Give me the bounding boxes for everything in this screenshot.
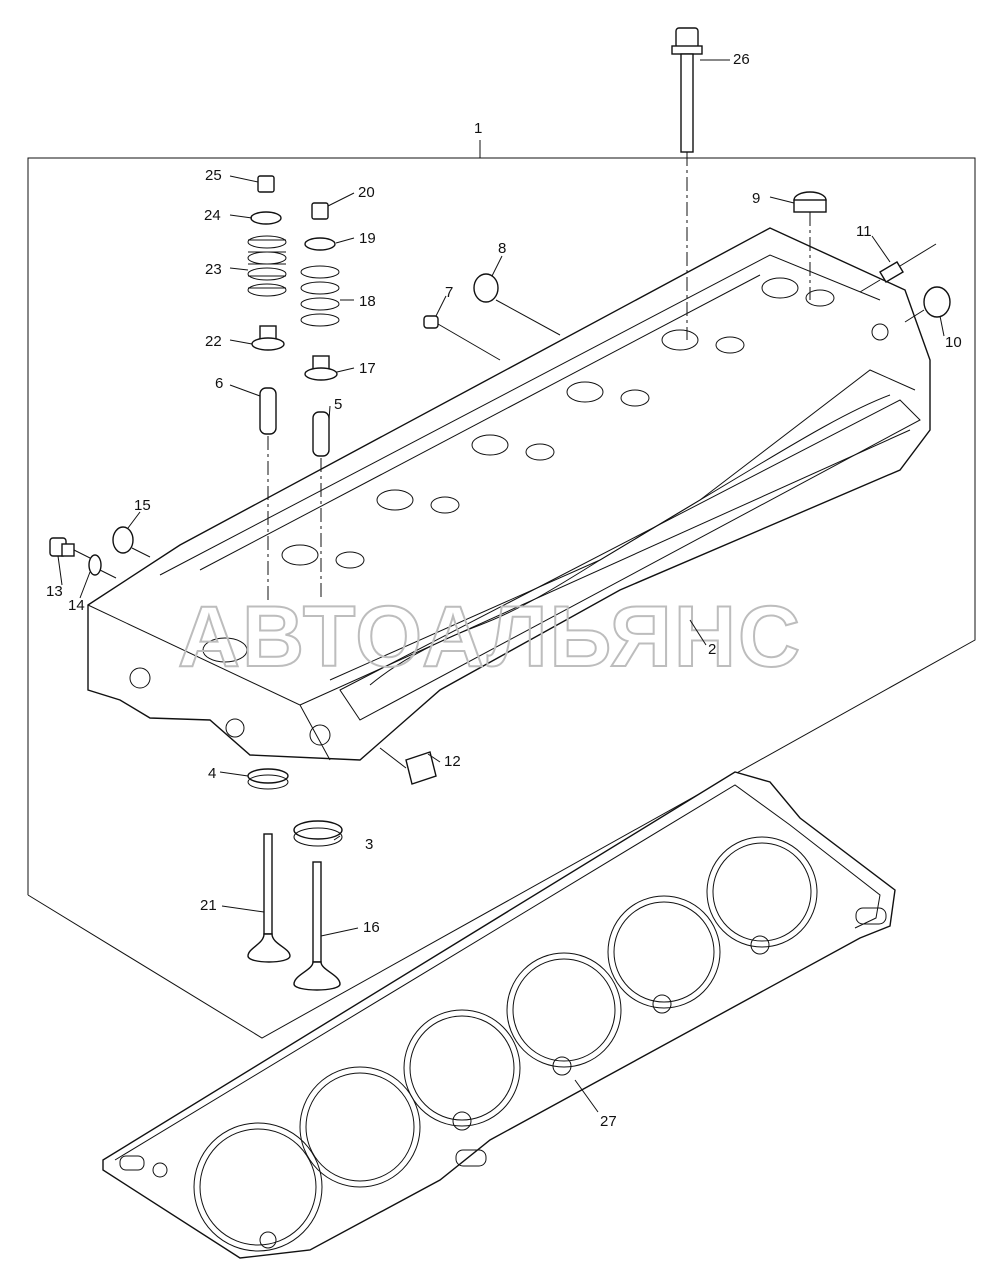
callout-3: 3 [365, 836, 373, 853]
leader-lines [57, 59, 945, 1113]
callout-18: 18 [359, 293, 376, 310]
callout-10: 10 [945, 334, 962, 351]
callout-15: 15 [134, 497, 151, 514]
callout-4: 4 [208, 765, 216, 782]
callout-12: 12 [444, 753, 461, 770]
callout-1: 1 [474, 120, 482, 137]
callout-7: 7 [445, 284, 453, 301]
assembly-frame [27, 140, 976, 1039]
watermark: АВТОАЛЬЯНС [178, 589, 802, 685]
small-parts [49, 191, 951, 785]
callout-11: 11 [856, 223, 872, 240]
callout-9: 9 [752, 190, 760, 207]
callout-17: 17 [359, 360, 376, 377]
callout-2: 2 [708, 641, 716, 658]
callout-21: 21 [200, 897, 217, 914]
callout-6: 6 [215, 375, 223, 392]
valves-and-seats [247, 768, 343, 991]
callout-25: 25 [205, 167, 222, 184]
cylinder-head-ports [129, 277, 889, 746]
head-gasket [102, 771, 896, 1259]
callout-24: 24 [204, 207, 221, 224]
callout-26: 26 [733, 51, 750, 68]
cylinder-head [87, 227, 931, 761]
valve-stack-right [300, 202, 340, 600]
callout-13: 13 [46, 583, 63, 600]
callout-8: 8 [498, 240, 506, 257]
callout-16: 16 [363, 919, 380, 936]
callout-27: 27 [600, 1113, 617, 1130]
callout-5: 5 [334, 396, 342, 413]
callout-20: 20 [358, 184, 375, 201]
callout-labels: 1 2 3 4 5 6 7 8 9 10 11 12 13 14 15 16 1… [46, 51, 962, 1130]
head-bolt [671, 27, 703, 340]
callout-14: 14 [68, 597, 85, 614]
callout-22: 22 [205, 333, 222, 350]
callout-19: 19 [359, 230, 376, 247]
callout-23: 23 [205, 261, 222, 278]
